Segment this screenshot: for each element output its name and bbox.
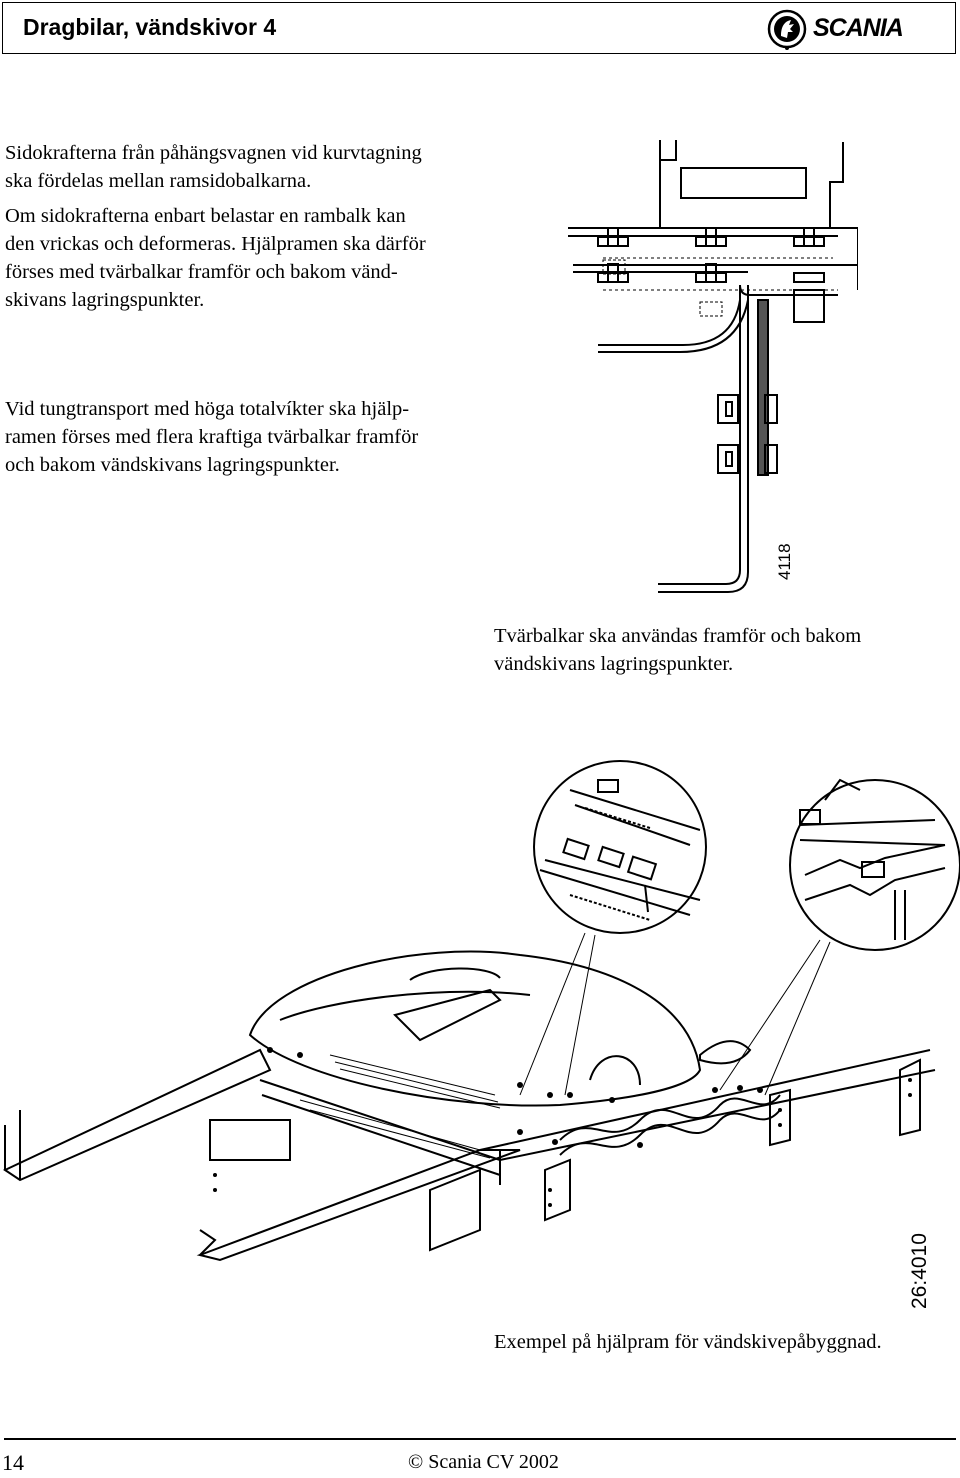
- footer-rule: [4, 1438, 956, 1440]
- logo-wordmark: SCANIA: [813, 14, 904, 42]
- figure-1-caption: Tvärbalkar ska användas framför och bako…: [494, 622, 861, 678]
- paragraph-2-line: den vrickas och deformeras. Hjälpramen s…: [5, 233, 426, 255]
- figure-1-caption-line: vändskivans lagringspunkter.: [494, 653, 734, 675]
- paragraph-2-line: Om sidokrafterna enbart belastar en ramb…: [5, 205, 406, 227]
- figure-2-caption: Exempel på hjälpram för vändskivepåbyggn…: [494, 1331, 882, 1353]
- griffin-emblem-icon: [767, 9, 807, 50]
- figure-crossmember-section: 4118: [568, 140, 858, 593]
- paragraph-3-line: ramen förses med flera kraftiga tvärbalk…: [5, 426, 419, 448]
- figure-subframe-fifth-wheel: [2, 760, 960, 1262]
- paragraph-3: Vid tungtransport med höga totalvíkter s…: [5, 395, 418, 479]
- paragraph-3-line: Vid tungtransport med höga totalvíkter s…: [5, 398, 410, 420]
- paragraph-3-line: och bakom vändskivans lagringspunkter.: [5, 454, 340, 476]
- figure-1-number: 4118: [775, 543, 794, 580]
- paragraph-1-line: Sidokrafterna från påhängsvagnen vid kur…: [5, 142, 422, 164]
- paragraph-2-line: skivans lagringspunkter.: [5, 289, 205, 311]
- page-header: Dragbilar, vändskivor 4 SCANIA: [2, 2, 956, 54]
- figure-1-caption-line: Tvärbalkar ska användas framför och bako…: [494, 625, 862, 647]
- scania-logo: SCANIA: [763, 8, 943, 52]
- detail-circle-right: [789, 779, 960, 951]
- paragraph-2-line: förses med tvärbalkar framför och bakom …: [5, 261, 398, 283]
- header-title: Dragbilar, vändskivor 4: [23, 14, 277, 40]
- paragraph-2: Om sidokrafterna enbart belastar en ramb…: [5, 202, 426, 314]
- paragraph-1: Sidokrafterna från påhängsvagnen vid kur…: [5, 139, 422, 195]
- paragraph-1-line: ska fördelas mellan ramsidobalkarna.: [5, 170, 312, 192]
- figure-2-label-holder: 26:4010: [908, 1233, 931, 1309]
- copyright-notice: © Scania CV 2002: [408, 1451, 559, 1473]
- page-number: 14: [2, 1450, 24, 1475]
- figure-2-label: 26:4010: [908, 1233, 931, 1309]
- detail-circle-left: [533, 760, 707, 934]
